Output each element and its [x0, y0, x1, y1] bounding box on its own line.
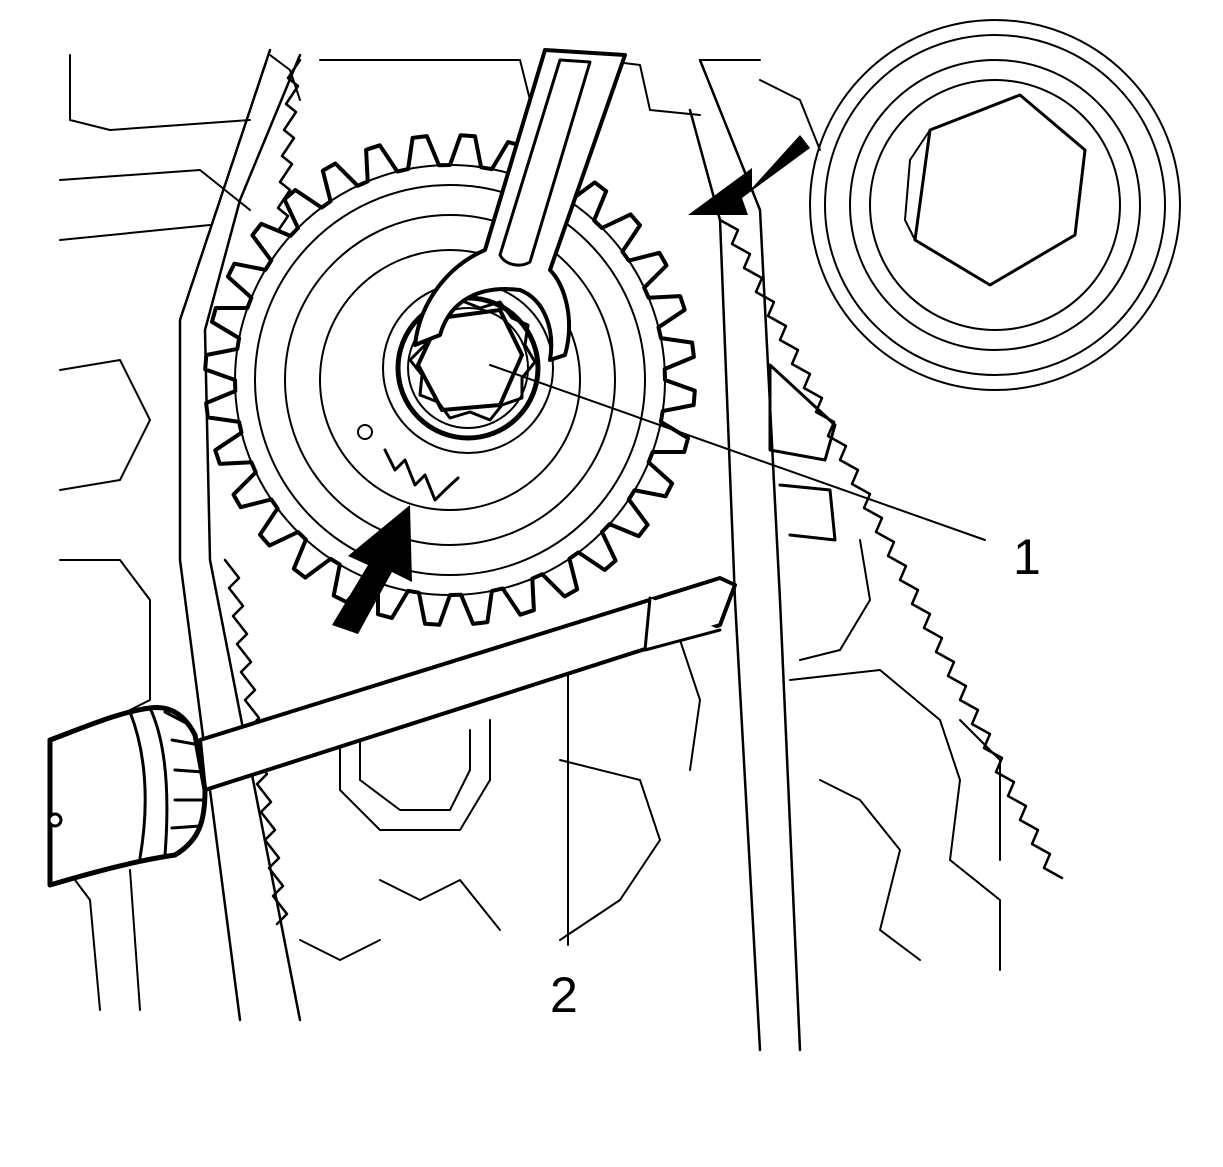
bolt-hex — [416, 308, 524, 412]
lower-pulley — [339, 699, 491, 831]
leader-line-1 — [489, 364, 986, 541]
arrow-down-left-icon — [688, 135, 810, 215]
sprocket-bolt — [408, 298, 537, 422]
callout-2-label: 2 — [550, 967, 578, 1023]
timing-notch — [383, 448, 460, 502]
callout-1-label: 1 — [1013, 529, 1041, 585]
pulley-hex-bolt — [913, 93, 1087, 287]
idler-pulley — [809, 19, 1181, 391]
tensioner-bracket — [768, 363, 837, 542]
bolt-12-point — [408, 298, 537, 422]
belt-teeth-right — [718, 218, 1064, 880]
screwdriver — [47, 576, 737, 888]
arrow-up-right-icon — [332, 505, 412, 634]
wrench — [413, 48, 627, 362]
screwdriver-handle — [47, 704, 208, 888]
